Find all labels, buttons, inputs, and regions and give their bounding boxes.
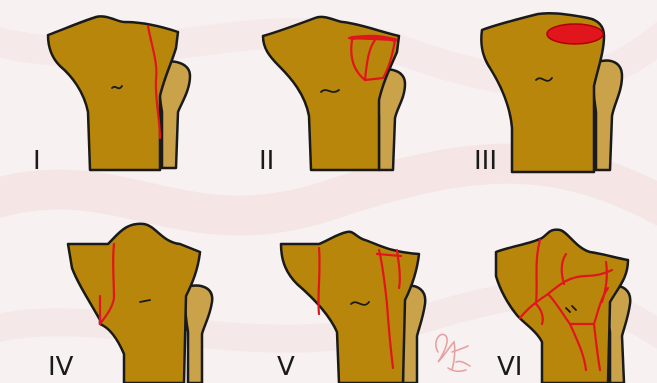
panel-type-v: V bbox=[219, 192, 438, 383]
tibia-diagram-type-v bbox=[219, 192, 438, 383]
artist-signature-icon bbox=[428, 322, 474, 378]
tibia-diagram-type-iv bbox=[0, 192, 219, 383]
panel-type-iv: IV bbox=[0, 192, 219, 383]
label-type-vi: VI bbox=[497, 354, 522, 380]
label-type-i: I bbox=[33, 148, 41, 174]
label-type-iv: IV bbox=[48, 354, 73, 380]
tibia-diagram-type-iii bbox=[438, 0, 657, 191]
tibia-diagram-type-ii bbox=[219, 0, 438, 191]
label-type-ii: II bbox=[259, 148, 274, 174]
panel-type-iii: III bbox=[438, 0, 657, 191]
panel-type-ii: II bbox=[219, 0, 438, 191]
panel-type-i: I bbox=[0, 0, 219, 191]
label-type-iii: III bbox=[474, 148, 497, 174]
label-type-v: V bbox=[277, 354, 295, 380]
